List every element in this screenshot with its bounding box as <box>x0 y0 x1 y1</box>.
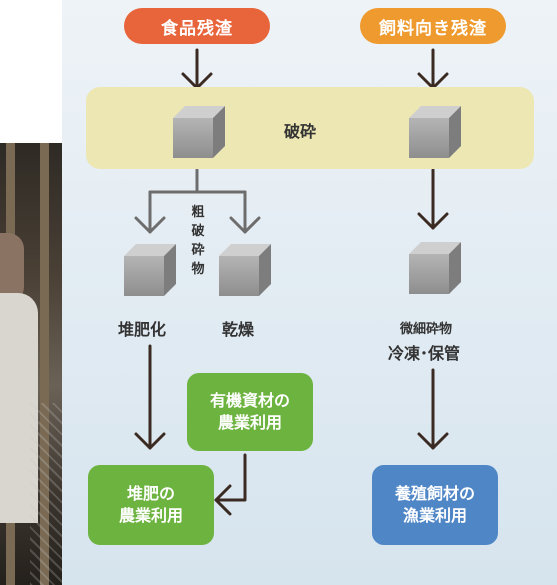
arrow-organic-to-compost-use <box>214 453 247 502</box>
dry-cube-icon <box>219 244 271 296</box>
aquaculture-feed-box: 養殖飼材の 漁業利用 <box>372 465 498 545</box>
compost-use-box: 堆肥の 農業利用 <box>88 465 214 545</box>
background-photo <box>0 143 62 585</box>
photo-wood-post <box>40 143 49 585</box>
crushing-label: 破砕 <box>284 122 317 141</box>
feed-residue-label: 飼料向き残渣 <box>360 8 506 44</box>
photo-person <box>0 293 38 523</box>
food-residue-label: 食品残渣 <box>124 8 270 44</box>
photo-person-head <box>0 233 24 303</box>
composting-label: 堆肥化 <box>118 320 167 339</box>
arrow-split-coarse <box>134 168 261 234</box>
organic-material-box: 有機資材の 農業利用 <box>187 373 313 451</box>
crushed-cube-icon <box>173 106 225 158</box>
drying-label: 乾燥 <box>222 320 255 339</box>
coarse-crushed-label: 粗 破 砕 物 <box>191 205 205 277</box>
fine-cube-icon <box>409 242 461 294</box>
compost-cube-icon <box>124 244 176 296</box>
freeze-storage-label: 冷凍･保管 <box>388 344 461 363</box>
fine-crushed-label: 微細砕物 <box>400 322 453 337</box>
photo-net-bags <box>30 403 62 585</box>
crushed-cube-icon <box>409 106 461 158</box>
